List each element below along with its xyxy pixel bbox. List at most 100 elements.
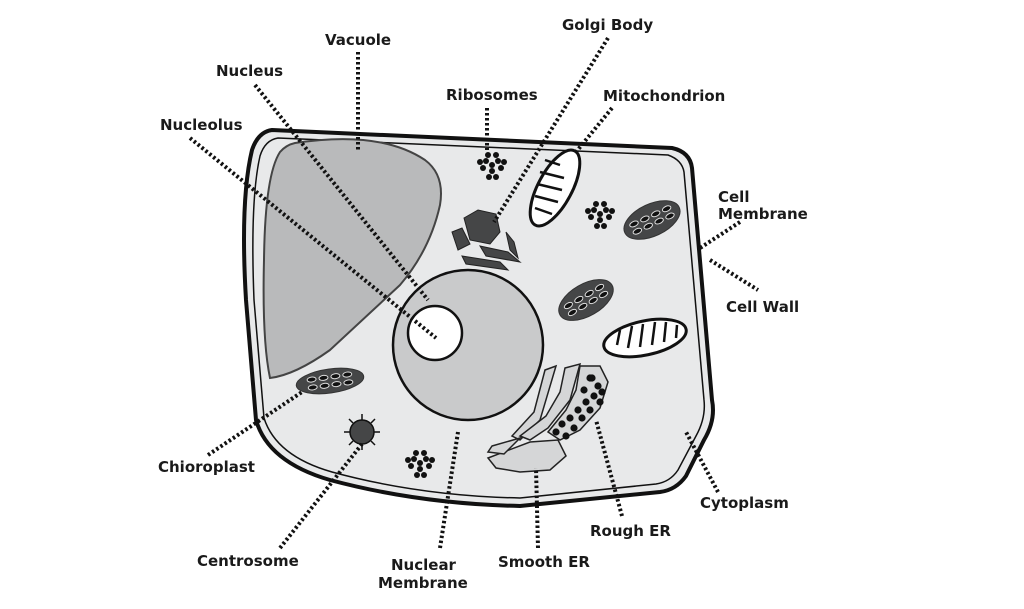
- ribosome: [417, 460, 423, 466]
- ribosome: [601, 201, 607, 207]
- chloroplast: [623, 200, 681, 240]
- ribosome: [590, 392, 598, 400]
- ribosome: [414, 472, 420, 478]
- ribosome: [562, 432, 570, 440]
- ribosome: [413, 450, 419, 456]
- ribosome: [411, 456, 417, 462]
- ribosome: [421, 450, 427, 456]
- ribosome: [598, 388, 606, 396]
- ribosome: [498, 165, 504, 171]
- ribosome: [558, 420, 566, 428]
- label-chloroplast: Chioroplast: [158, 458, 255, 476]
- thylakoid: [654, 217, 664, 225]
- ribosome: [489, 162, 495, 168]
- ribosome: [477, 159, 483, 165]
- label-vacuole: Vacuole: [325, 31, 391, 49]
- thylakoid: [598, 290, 609, 299]
- smooth-er: [486, 362, 582, 473]
- thylakoid: [574, 295, 584, 304]
- ribosome: [603, 207, 609, 213]
- thylakoid: [318, 374, 329, 381]
- chloroplast: [295, 367, 365, 395]
- ribosome: [417, 466, 423, 472]
- thylakoid: [629, 220, 639, 228]
- ribosome: [493, 152, 499, 158]
- ribosome: [591, 207, 597, 213]
- ribosome-cluster: [477, 152, 507, 180]
- leader-cell-wall: [708, 258, 760, 292]
- label-ribosomes: Ribosomes: [446, 86, 538, 104]
- ribosome: [493, 174, 499, 180]
- golgi-body: [451, 209, 522, 271]
- ribosome: [421, 472, 427, 478]
- label-nuclear-membrane-1: Nuclear: [391, 556, 457, 574]
- thylakoid: [661, 205, 672, 213]
- thylakoid: [665, 212, 675, 220]
- label-mitochondrion: Mitochondrion: [603, 87, 725, 105]
- ribosome: [588, 214, 594, 220]
- ribosome: [423, 456, 429, 462]
- ribosome: [580, 386, 588, 394]
- thylakoid: [578, 302, 588, 311]
- leader-smooth-er: [534, 467, 540, 549]
- ribosome: [480, 165, 486, 171]
- thylakoid: [640, 215, 650, 223]
- leader-cytoplasm: [684, 431, 720, 493]
- thylakoid: [343, 379, 354, 386]
- label-nuclear-membrane-2: Membrane: [378, 574, 468, 592]
- ribosome-clusters: [405, 152, 615, 478]
- chloroplasts: [295, 200, 681, 395]
- ribosome: [596, 398, 604, 406]
- ribosome: [570, 424, 578, 432]
- label-rough-er: Rough ER: [590, 522, 671, 540]
- label-golgi-body: Golgi Body: [562, 16, 653, 34]
- label-centrosome: Centrosome: [197, 552, 299, 570]
- ribosome: [408, 463, 414, 469]
- thylakoid: [643, 222, 653, 230]
- ribosome: [485, 152, 491, 158]
- ribosome: [574, 406, 582, 414]
- ribosome: [429, 457, 435, 463]
- ribosome: [594, 223, 600, 229]
- ribosome: [578, 414, 586, 422]
- mitochondrion-right: [602, 317, 688, 359]
- ribosome: [483, 158, 489, 164]
- ribosome: [495, 158, 501, 164]
- thylakoid: [632, 227, 643, 235]
- thylakoid: [331, 381, 342, 388]
- ribosome: [597, 217, 603, 223]
- label-nucleus: Nucleus: [216, 62, 283, 80]
- ribosome: [552, 428, 560, 436]
- ribosome: [609, 208, 615, 214]
- thylakoid: [594, 283, 605, 292]
- chloroplast: [558, 279, 614, 321]
- leader-golgi-body: [492, 36, 610, 224]
- ribosome: [582, 398, 590, 406]
- thylakoid: [330, 373, 341, 380]
- leader-rough-er: [594, 419, 624, 517]
- ribosome: [586, 406, 594, 414]
- centrosome: [344, 414, 380, 450]
- ribosome: [486, 174, 492, 180]
- leader-nucleus: [253, 83, 430, 302]
- leader-lines: [188, 36, 760, 550]
- thylakoid: [588, 296, 598, 305]
- rough-er: [546, 365, 609, 441]
- ribosome: [405, 457, 411, 463]
- label-cell-membrane-2: Membrane: [718, 205, 808, 223]
- thylakoid: [307, 384, 318, 391]
- ribosome: [501, 159, 507, 165]
- ribosome: [426, 463, 432, 469]
- ribosome: [585, 208, 591, 214]
- label-smooth-er: Smooth ER: [498, 553, 590, 571]
- ribosome: [566, 414, 574, 422]
- label-cell-wall: Cell Wall: [726, 298, 799, 316]
- thylakoid: [584, 289, 594, 298]
- leader-centrosome: [278, 442, 364, 550]
- leader-chloroplast: [206, 390, 304, 457]
- thylakoid: [563, 301, 574, 310]
- ribosome: [597, 211, 603, 217]
- leader-cell-membrane: [698, 220, 742, 250]
- thylakoid: [342, 371, 353, 378]
